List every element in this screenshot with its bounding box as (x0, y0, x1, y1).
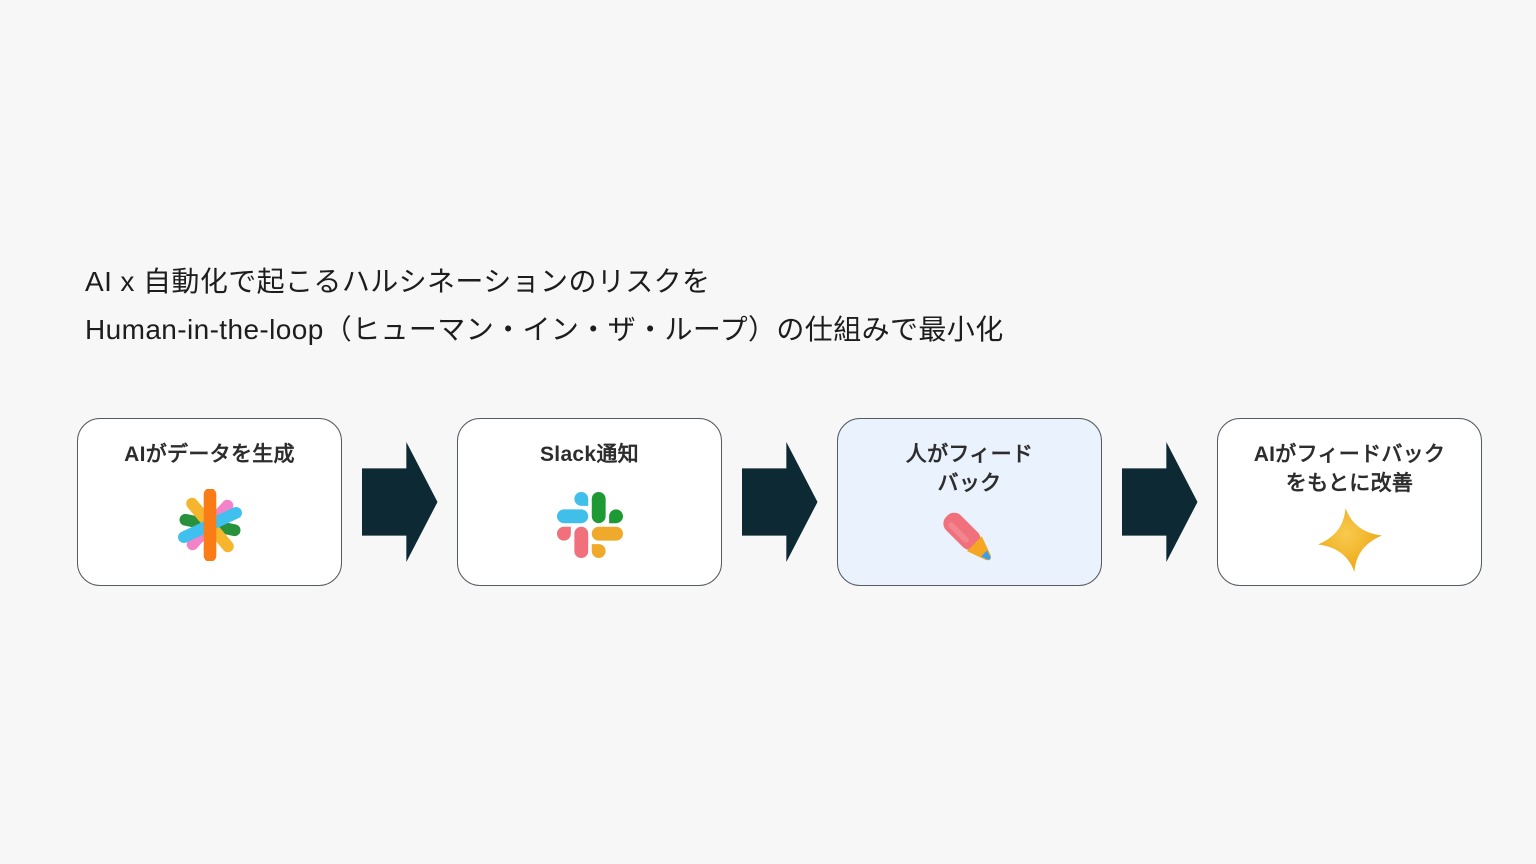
arrow-right-icon (361, 442, 438, 562)
arrow-right-icon (1121, 442, 1198, 562)
step-slack-notification: Slack通知 (457, 418, 722, 586)
step-human-feedback: 人がフィード バック (837, 418, 1102, 586)
step-ai-improves: AIがフィードバック をもとに改善 (1217, 418, 1482, 586)
step-label: Slack通知 (540, 443, 639, 466)
flow-diagram: AIがデータを生成 Slack通知 (77, 418, 1482, 586)
colorful-asterisk-icon (177, 489, 242, 561)
pencil-icon (942, 512, 991, 560)
slide-title: AI x 自動化で起こるハルシネーションのリスクを Human-in-the-l… (85, 258, 1004, 354)
sparkle-icon (1317, 507, 1382, 572)
step-label: AIがデータを生成 (124, 443, 295, 466)
slack-icon (556, 492, 623, 558)
step-ai-generates-data: AIがデータを生成 (77, 418, 342, 586)
title-line-2: Human-in-the-loop（ヒューマン・イン・ザ・ループ）の仕組みで最小… (85, 314, 1004, 345)
arrow-right-icon (741, 442, 818, 562)
step-label: AIがフィードバック をもとに改善 (1253, 443, 1446, 495)
step-label: 人がフィード バック (905, 443, 1034, 495)
title-line-1: AI x 自動化で起こるハルシネーションのリスクを (85, 266, 711, 297)
